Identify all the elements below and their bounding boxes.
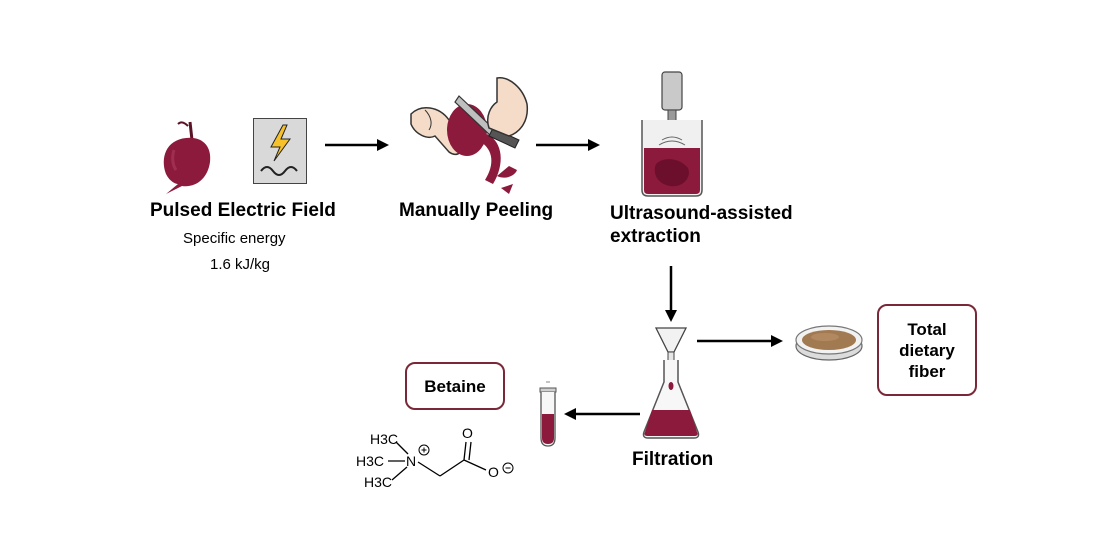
methyl-group-middle: H3C [356, 453, 384, 469]
arrow-filtration-to-betaine [564, 408, 640, 420]
nitrogen-atom: N [406, 453, 416, 469]
filtration-flask-icon [642, 327, 700, 439]
methyl-group-bottom: H3C [364, 474, 392, 490]
ultrasound-title-line1: Ultrasound-assisted [610, 203, 793, 224]
arrow-peel-to-ultrasound [536, 139, 600, 151]
carboxylate-oxygen: O [488, 464, 499, 480]
arrow-ultrasound-to-filtration [665, 266, 677, 322]
pef-title: Pulsed Electric Field [150, 200, 336, 221]
fiber-line1: Total [907, 319, 947, 339]
fiber-line2: dietary [899, 340, 955, 360]
specific-energy-value: 1.6 kJ/kg [210, 256, 271, 273]
ultrasound-title-line2: extraction [610, 226, 701, 247]
peel-title: Manually Peeling [399, 200, 554, 221]
methyl-group-top: H3C [370, 431, 398, 447]
betaine-product-box: Betaine [405, 362, 505, 410]
beetroot-icon [163, 121, 211, 194]
specific-energy-label: Specific energy [183, 230, 286, 247]
betaine-label: Betaine [424, 376, 486, 396]
electric-field-icon [253, 118, 307, 184]
petri-dish-icon [795, 325, 863, 361]
ultrasound-beaker-icon [641, 71, 703, 197]
betaine-molecule: H3C H3C H3C N O O [356, 425, 514, 490]
peeling-hands-icon [410, 77, 529, 194]
arrow-pef-to-peel [325, 139, 389, 151]
arrow-filtration-to-fiber [697, 335, 783, 347]
test-tube-icon [539, 381, 557, 447]
filtration-title: Filtration [632, 449, 714, 470]
fiber-product-box: Total dietary fiber [877, 304, 977, 396]
carbonyl-oxygen: O [462, 425, 473, 441]
fiber-line3: fiber [908, 361, 946, 381]
